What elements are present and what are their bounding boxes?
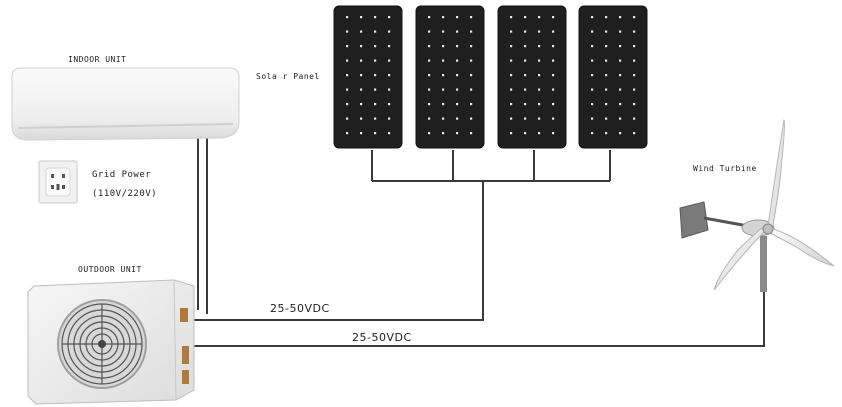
grid-power-outlet [38,160,78,204]
solar-panel-label: Sola r Panel [256,72,320,81]
wind-turbine [679,118,835,292]
turbine-to-outdoor-wire [190,290,765,347]
indoor-unit-label: INDOOR UNIT [68,55,127,64]
wind-voltage-label: 25-50VDC [352,331,412,344]
solar-panel-1 [333,5,403,149]
outdoor-unit-label: OUTDOOR UNIT [78,265,142,274]
solar-panel-3 [497,5,567,149]
grid-power-voltage-label: (110V/220V) [92,189,158,199]
solar-voltage-label: 25-50VDC [270,302,330,315]
solar-panel-array [333,5,648,149]
solar-panel-2 [415,5,485,149]
solar-panel-4 [578,5,648,149]
wind-turbine-label: Wind Turbine [693,164,757,173]
grid-power-label: Grid Power [92,170,152,180]
indoor-unit [11,67,240,141]
outdoor-unit [27,279,195,405]
solar-to-outdoor-wire [190,181,484,321]
